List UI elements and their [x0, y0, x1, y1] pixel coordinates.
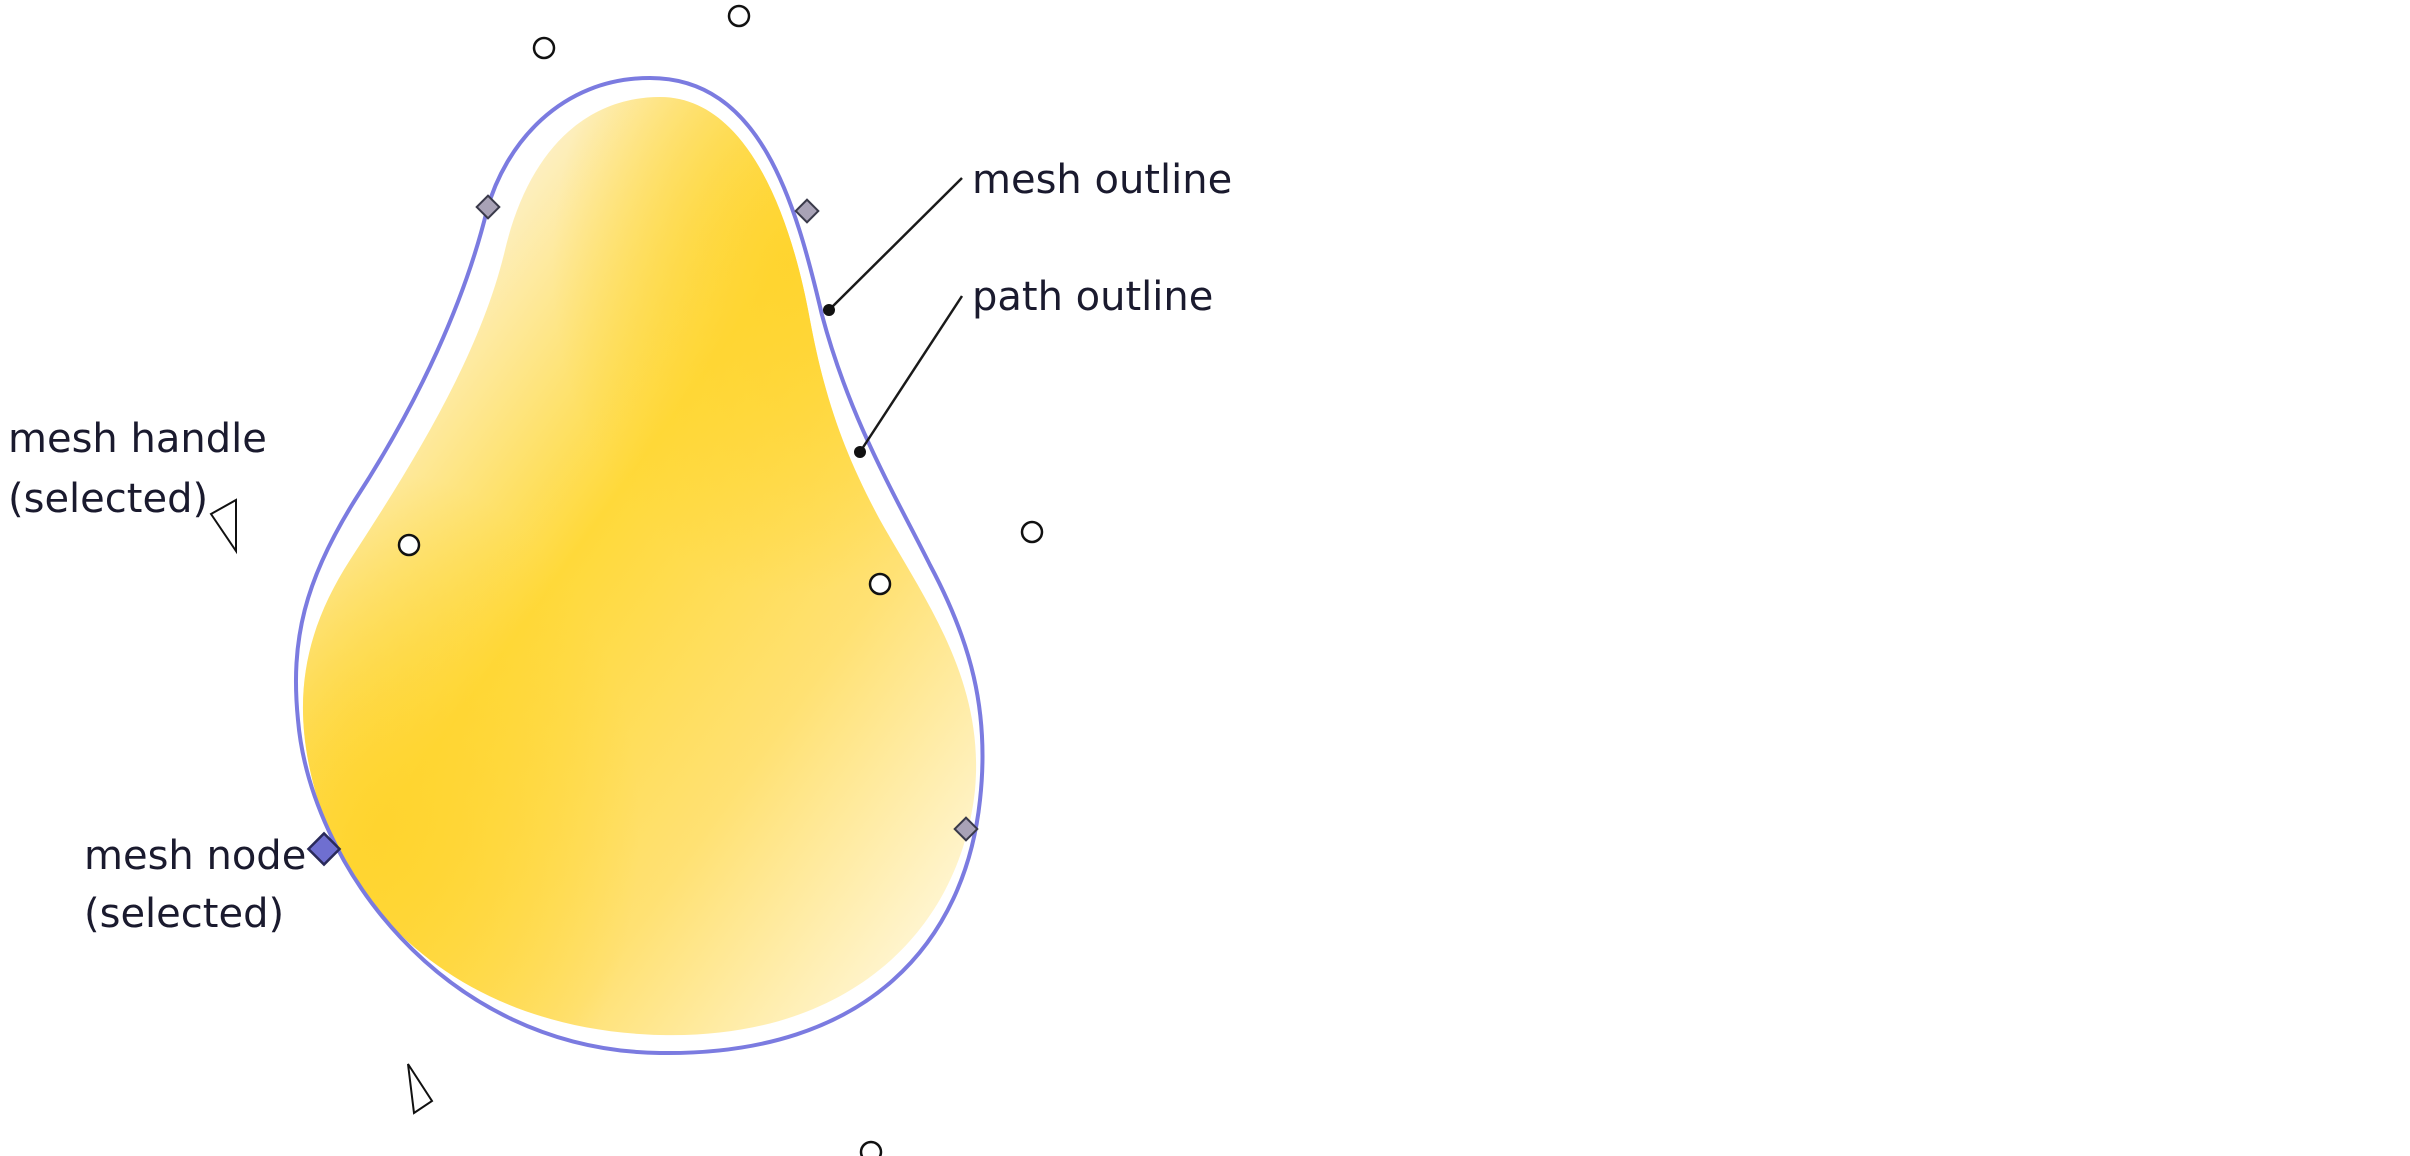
- label-path-outline: path outline: [972, 274, 1213, 320]
- mesh-handle[interactable]: [727, 4, 751, 28]
- mesh-nodes: [306, 194, 979, 867]
- label-mesh-outline: mesh outline: [972, 157, 1232, 203]
- selected-mesh-handles: [209, 498, 434, 1115]
- mesh-handle[interactable]: [859, 1140, 883, 1156]
- mesh-handle-selected[interactable]: [209, 498, 237, 555]
- mesh-outline[interactable]: [294, 75, 985, 1056]
- mesh-node[interactable]: [953, 816, 979, 842]
- mesh-handle-selected[interactable]: [407, 1063, 434, 1115]
- mesh-handle[interactable]: [532, 36, 556, 60]
- mesh-handle[interactable]: [868, 572, 892, 596]
- label-mesh-node-line2: (selected): [84, 891, 284, 937]
- leader-line-path-outline: [858, 295, 964, 453]
- leader-lines: [823, 177, 964, 458]
- mesh-handle[interactable]: [397, 533, 421, 557]
- mesh-node-selected[interactable]: [306, 831, 342, 867]
- mesh-node[interactable]: [475, 194, 501, 220]
- label-mesh-handle-line1: mesh handle: [8, 416, 267, 462]
- leader-dot-path-outline: [854, 446, 866, 458]
- path-fill-highlight-bottom: [302, 97, 977, 1036]
- leader-dot-mesh-outline: [823, 304, 835, 316]
- mesh-handles: [397, 4, 1044, 1156]
- pear-shape[interactable]: [302, 97, 977, 1036]
- mesh-node[interactable]: [794, 198, 820, 224]
- mesh-handle[interactable]: [1020, 520, 1044, 544]
- label-mesh-node-line1: mesh node: [84, 833, 306, 879]
- leader-line-mesh-outline: [828, 177, 963, 311]
- label-mesh-handle-line2: (selected): [8, 476, 208, 522]
